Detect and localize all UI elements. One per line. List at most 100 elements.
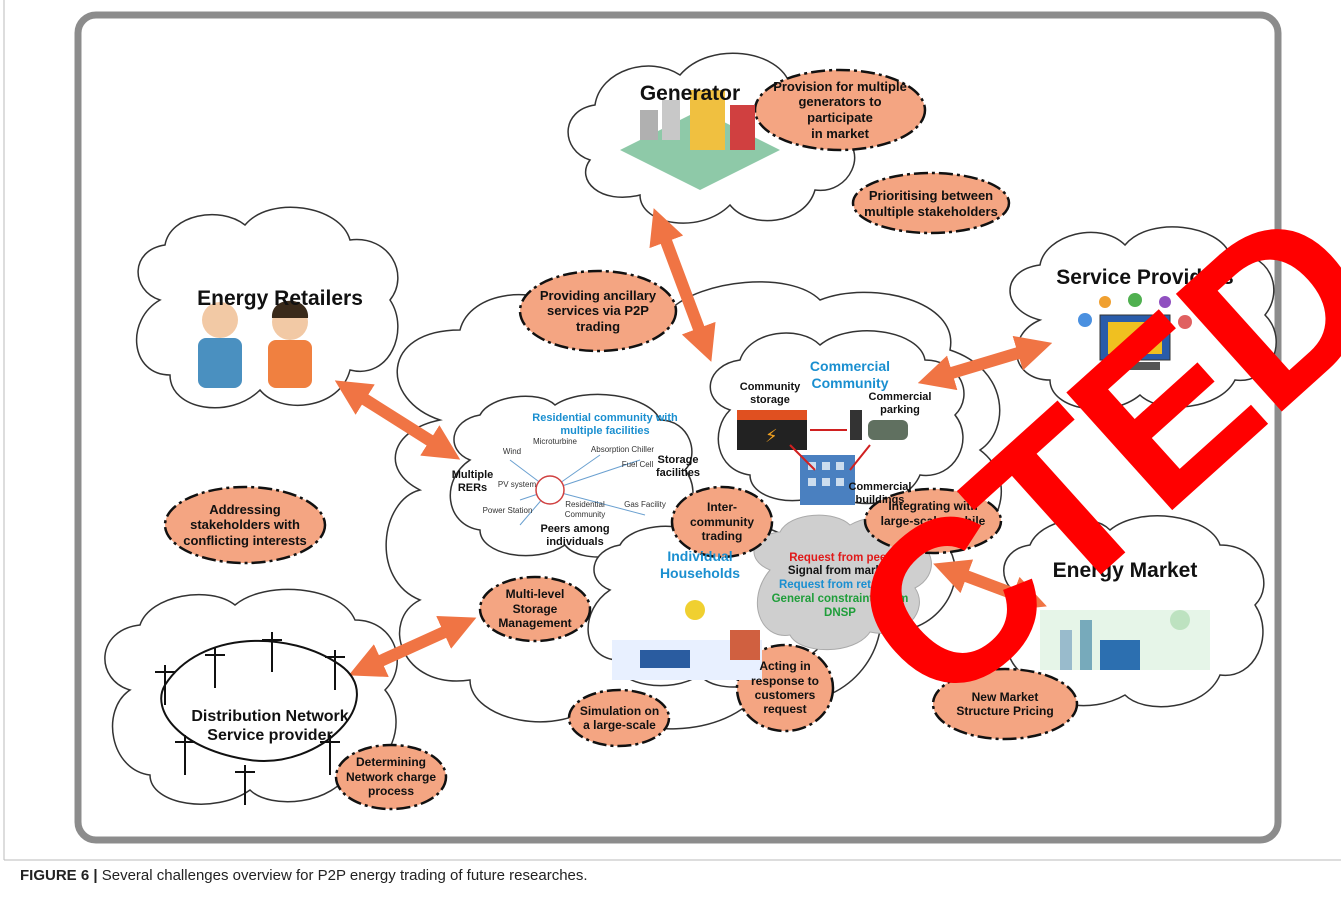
oval-prioritising [851,171,1011,235]
micro-absorption-chiller: Absorption Chiller [590,445,655,455]
prioritising-line2: multiple stakeholders [864,204,998,219]
determining-line3: process [367,784,415,799]
peers-line2: individuals [546,536,604,548]
oval-multilevel [478,575,592,643]
newmarket-line2: Structure Pricing [956,704,1054,718]
multiple-rers-label: Multiple RERs [450,468,495,496]
intercommunity-line3: trading [701,529,743,544]
integrating-line1: Integrating with [888,499,978,514]
provision-line2: generators to participate [798,94,882,125]
commercial-buildings-label: Commercial buildings [840,480,920,508]
outer-frame [74,11,1282,844]
addressing-line2: stakeholders with [190,517,300,533]
provision-label: Provision for multiple generators to par… [765,79,915,141]
multilevel-label: Multi-level Storage Management [485,585,585,633]
residential-title-line1: Residential community with [532,411,678,424]
community-storage-image: ⚡ [737,410,807,450]
intercommunity-line2: community [689,514,754,529]
commercial-parking-image [850,410,908,440]
commercial-buildings-line1: Commercial [848,480,912,493]
integrating-label: Integrating with large-scale mobile stor… [868,497,998,545]
intercommunity-label: Inter- community trading [677,496,767,548]
commercial-community-title: Commercial Community [795,355,905,395]
micro-power-station: Power Station [482,506,533,516]
acting-label: Acting in response to customers request [740,656,830,720]
dnsp-title-line1: Distribution Network [191,707,349,725]
acting-line2: response to [750,673,819,688]
community-storage-label: Community storage [740,380,801,408]
acting-line1: Acting in [759,659,811,674]
individual-title-line2: Households [659,565,741,581]
oval-newmarket [931,667,1079,741]
arrow-retailers [334,380,461,460]
ancillary-line3: trading [575,318,621,334]
dnsp-network-image [160,639,358,762]
arrow-generator [649,208,716,362]
addressing-label: Addressing stakeholders with conflicting… [170,497,320,553]
arrow-energy-market [933,559,1047,611]
intercommunity-line1: Inter- [707,500,737,515]
ancillary-line1: Providing ancillary [539,287,657,303]
power-pole-icons [155,632,345,805]
prioritising-line1: Prioritising between [868,188,994,204]
integrating-line2: large-scale mobile [880,513,986,528]
multiple-rers-line1: Multiple [451,468,494,481]
service-providers-image [1078,293,1192,370]
commercial-parking-line1: Commercial [868,390,932,403]
micro-microturbine: Microturbine [532,437,577,447]
determining-label: Determining Network charge process [340,753,442,801]
commercial-community-cloud [709,330,965,505]
arrow-dnsp [348,616,477,677]
residential-community-cloud [449,393,694,558]
residential-community-title: Residential community with multiple faci… [520,410,690,440]
households-image [612,600,762,680]
residential-title-line2: multiple facilities [560,425,650,437]
integrating-line3: storages [907,528,959,543]
oval-integrating [863,487,1003,555]
storage-facilities-label: Storage facilities [648,453,708,481]
commercial-buildings-line2: buildings [855,494,905,506]
acting-line3: customers [754,688,816,702]
oval-simulation [567,688,671,748]
signal-cloud [753,514,932,651]
micro-residential-community: Residential Community [564,500,606,519]
ancillary-line2: services via P2P [547,303,649,319]
multiple-rers-line2: RERs [457,482,488,494]
micro-fuel-cell: Fuel Cell [621,460,654,470]
commercial-parking-line2: parking [880,404,920,416]
energy-retailers-title: Energy Retailers [197,287,363,311]
determining-line1: Determining [355,755,426,770]
ancillary-label: Providing ancillary services via P2P tra… [525,283,671,339]
addressing-line1: Addressing [209,501,281,517]
oval-ancillary [518,269,678,353]
generator-plant-image [620,90,780,190]
commercial-parking-label: Commercial parking [860,390,940,418]
micro-gas-facility: Gas Facility [624,500,666,510]
oval-determining [334,743,448,811]
simulation-line1: Simulation on [579,703,660,718]
svg-text:⚡: ⚡ [765,426,778,447]
micro-pv-system: PV system [497,480,537,490]
signal-request-retailers: Request from retailers [778,579,902,592]
oval-addressing [163,485,327,565]
storage-facilities-line2: facilities [655,467,701,479]
dnsp-cloud [104,588,398,805]
parking-buildings-link [849,444,871,471]
storage-facilities-line1: Storage [657,453,699,466]
peers-line1: Peers among [540,522,610,535]
storage-buildings-link [789,444,816,471]
simulation-label: Simulation on a large-scale [572,700,667,736]
multilevel-line3: Management [498,616,572,631]
commercial-title-line2: Community [811,375,889,391]
newmarket-label: New Market Structure Pricing [940,686,1070,722]
provision-line3: in market [811,125,869,141]
commercial-title-line1: Commercial [809,358,891,375]
retailers-people-image [198,300,312,388]
energy-market-title: Energy Market [1052,559,1198,583]
dnsp-title: Distribution Network Service provider [175,700,365,752]
signal-market: Signal from market [787,565,893,578]
individual-title-line1: Individual [667,548,733,565]
figure-caption-label: FIGURE 6 | [20,867,98,884]
acting-line4: request [763,702,807,717]
determining-line2: Network charge [345,769,437,784]
